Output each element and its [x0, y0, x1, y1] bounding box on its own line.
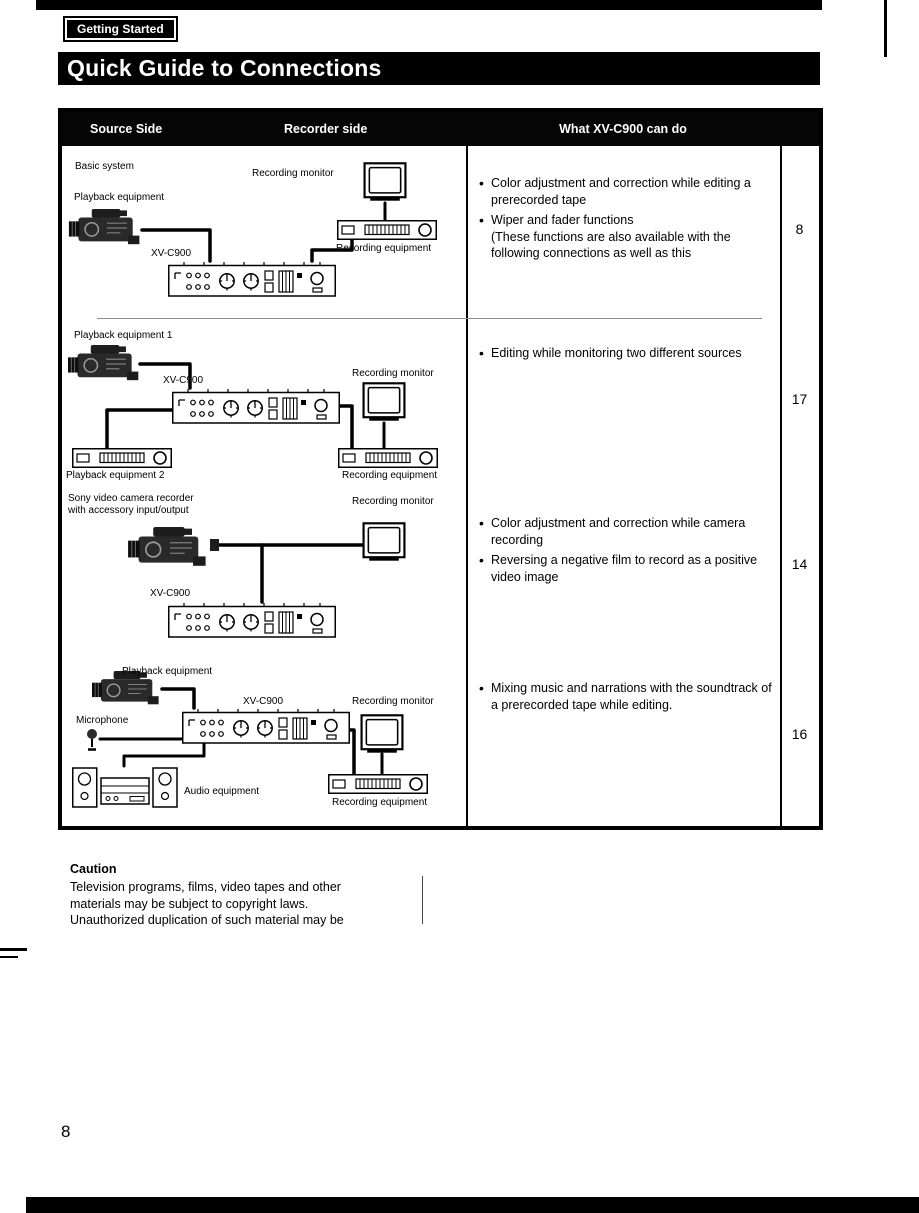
feature-item: Wiper and fader functions (These functio…	[478, 211, 778, 262]
audio-system-icon	[72, 767, 178, 808]
camcorder-icon	[128, 526, 207, 567]
device-label-playback-2: Playback equipment 2	[66, 470, 165, 481]
connection-diagram	[72, 670, 428, 808]
caution-text: Television programs, films, video tapes …	[70, 880, 344, 927]
feature-list: Editing while monitoring two different s…	[478, 344, 778, 366]
camcorder-icon	[68, 208, 141, 245]
scan-artifact-right-line	[884, 0, 887, 57]
monitor-icon	[362, 382, 406, 422]
connection-diagram	[68, 162, 437, 297]
camera-plug-icon	[210, 539, 219, 551]
device-label-monitor: Recording monitor	[352, 696, 434, 707]
device-label-basic-system: Basic system	[75, 161, 134, 172]
device-label-playback-1: Playback equipment 1	[74, 330, 173, 341]
connection-line	[122, 742, 206, 768]
device-label-unit: XV-C900	[163, 375, 204, 386]
device-label-monitor: Recording monitor	[352, 368, 434, 379]
feature-list: Color adjustment and correction while ca…	[478, 514, 778, 589]
diagram-row-two-sources: Playback equipment 1 XV-C900 Recording m…	[62, 318, 466, 490]
connection-line	[338, 404, 354, 450]
scan-artifact-left-dash-2	[0, 956, 18, 958]
vcr-icon	[328, 774, 428, 794]
page-title-bar: Quick Guide to Connections	[58, 52, 820, 85]
monitor-icon	[360, 714, 404, 754]
column-divider-2	[780, 146, 782, 826]
device-label-unit: XV-C900	[243, 696, 284, 707]
xv-c900-icon	[168, 602, 336, 638]
diagram-row-basic-system: Basic system Playback equipment Recordin…	[62, 146, 466, 318]
device-label-recorder: Recording equipment	[332, 797, 428, 808]
page-title: Quick Guide to Connections	[67, 55, 382, 81]
device-label-playback: Playback equipment	[74, 192, 165, 203]
connections-table: Source Side Recorder side What XV-C900 c…	[58, 108, 823, 830]
page-ref: 16	[791, 726, 808, 742]
device-label-unit: XV-C900	[151, 248, 192, 259]
page-ref: 17	[791, 391, 808, 407]
feature-item: Editing while monitoring two different s…	[478, 344, 778, 362]
connection-line	[348, 728, 356, 776]
table-header: Source Side Recorder side What XV-C900 c…	[62, 112, 819, 146]
connection-line	[138, 362, 192, 390]
row-separator	[97, 318, 762, 319]
monitor-icon	[363, 162, 407, 202]
xv-c900-icon	[172, 388, 340, 424]
scan-artifact-left-dash-1	[0, 948, 27, 951]
device-label-microphone: Microphone	[76, 715, 129, 726]
device-label-playback: Playback equipment	[122, 666, 213, 677]
getting-started-badge: Getting Started	[63, 16, 178, 42]
connection-line	[160, 687, 196, 710]
device-label-monitor: Recording monitor	[352, 496, 434, 507]
vcr-icon	[72, 448, 172, 468]
scan-artifact-caution-tick	[422, 876, 423, 924]
connection-diagram	[128, 522, 406, 638]
device-label-recorder: Recording equipment	[336, 243, 432, 254]
device-label-audio: Audio equipment	[184, 786, 260, 797]
scan-artifact-bottom-bar	[26, 1197, 919, 1213]
caution-title: Caution	[70, 862, 117, 876]
microphone-icon	[85, 728, 99, 751]
feature-list: Color adjustment and correction while ed…	[478, 174, 778, 266]
feature-list: Mixing music and narrations with the sou…	[478, 679, 778, 717]
diagram-row-audio-mixing: Playback equipment XV-C900 Recording mon…	[62, 658, 466, 826]
connection-line	[140, 228, 212, 263]
vcr-icon	[337, 220, 437, 240]
badge-label: Getting Started	[77, 22, 164, 36]
xv-c900-icon	[168, 261, 336, 297]
column-header-what-can-do: What XV-C900 can do	[559, 122, 687, 136]
page-ref: 14	[791, 556, 808, 572]
monitor-icon	[362, 522, 406, 562]
connection-diagram	[68, 344, 438, 468]
column-header-source-side: Source Side	[90, 122, 163, 136]
column-header-recorder-side: Recorder side	[284, 122, 368, 136]
device-label-monitor: Recording monitor	[252, 168, 334, 179]
device-label-camera: Sony video camera recorder with accessor…	[68, 493, 194, 516]
xv-c900-icon	[182, 708, 350, 744]
device-label-unit: XV-C900	[150, 588, 191, 599]
camcorder-icon	[68, 344, 140, 381]
scan-artifact-top-bar	[36, 0, 822, 10]
feature-item: Color adjustment and correction while ca…	[478, 514, 778, 548]
connection-line	[310, 238, 354, 263]
page-number: 8	[61, 1122, 71, 1141]
feature-item: Color adjustment and correction while ed…	[478, 174, 778, 208]
feature-item: Mixing music and narrations with the sou…	[478, 679, 778, 713]
column-divider-1	[466, 146, 468, 826]
connection-line	[105, 408, 174, 450]
device-label-recorder: Recording equipment	[342, 470, 438, 481]
vcr-icon	[338, 448, 438, 468]
page-ref: 8	[795, 221, 804, 237]
caution-block: Caution Television programs, films, vide…	[70, 862, 390, 929]
feature-item: Reversing a negative film to record as a…	[478, 551, 778, 585]
diagram-row-camera: Sony video camera recorder with accessor…	[62, 490, 466, 658]
